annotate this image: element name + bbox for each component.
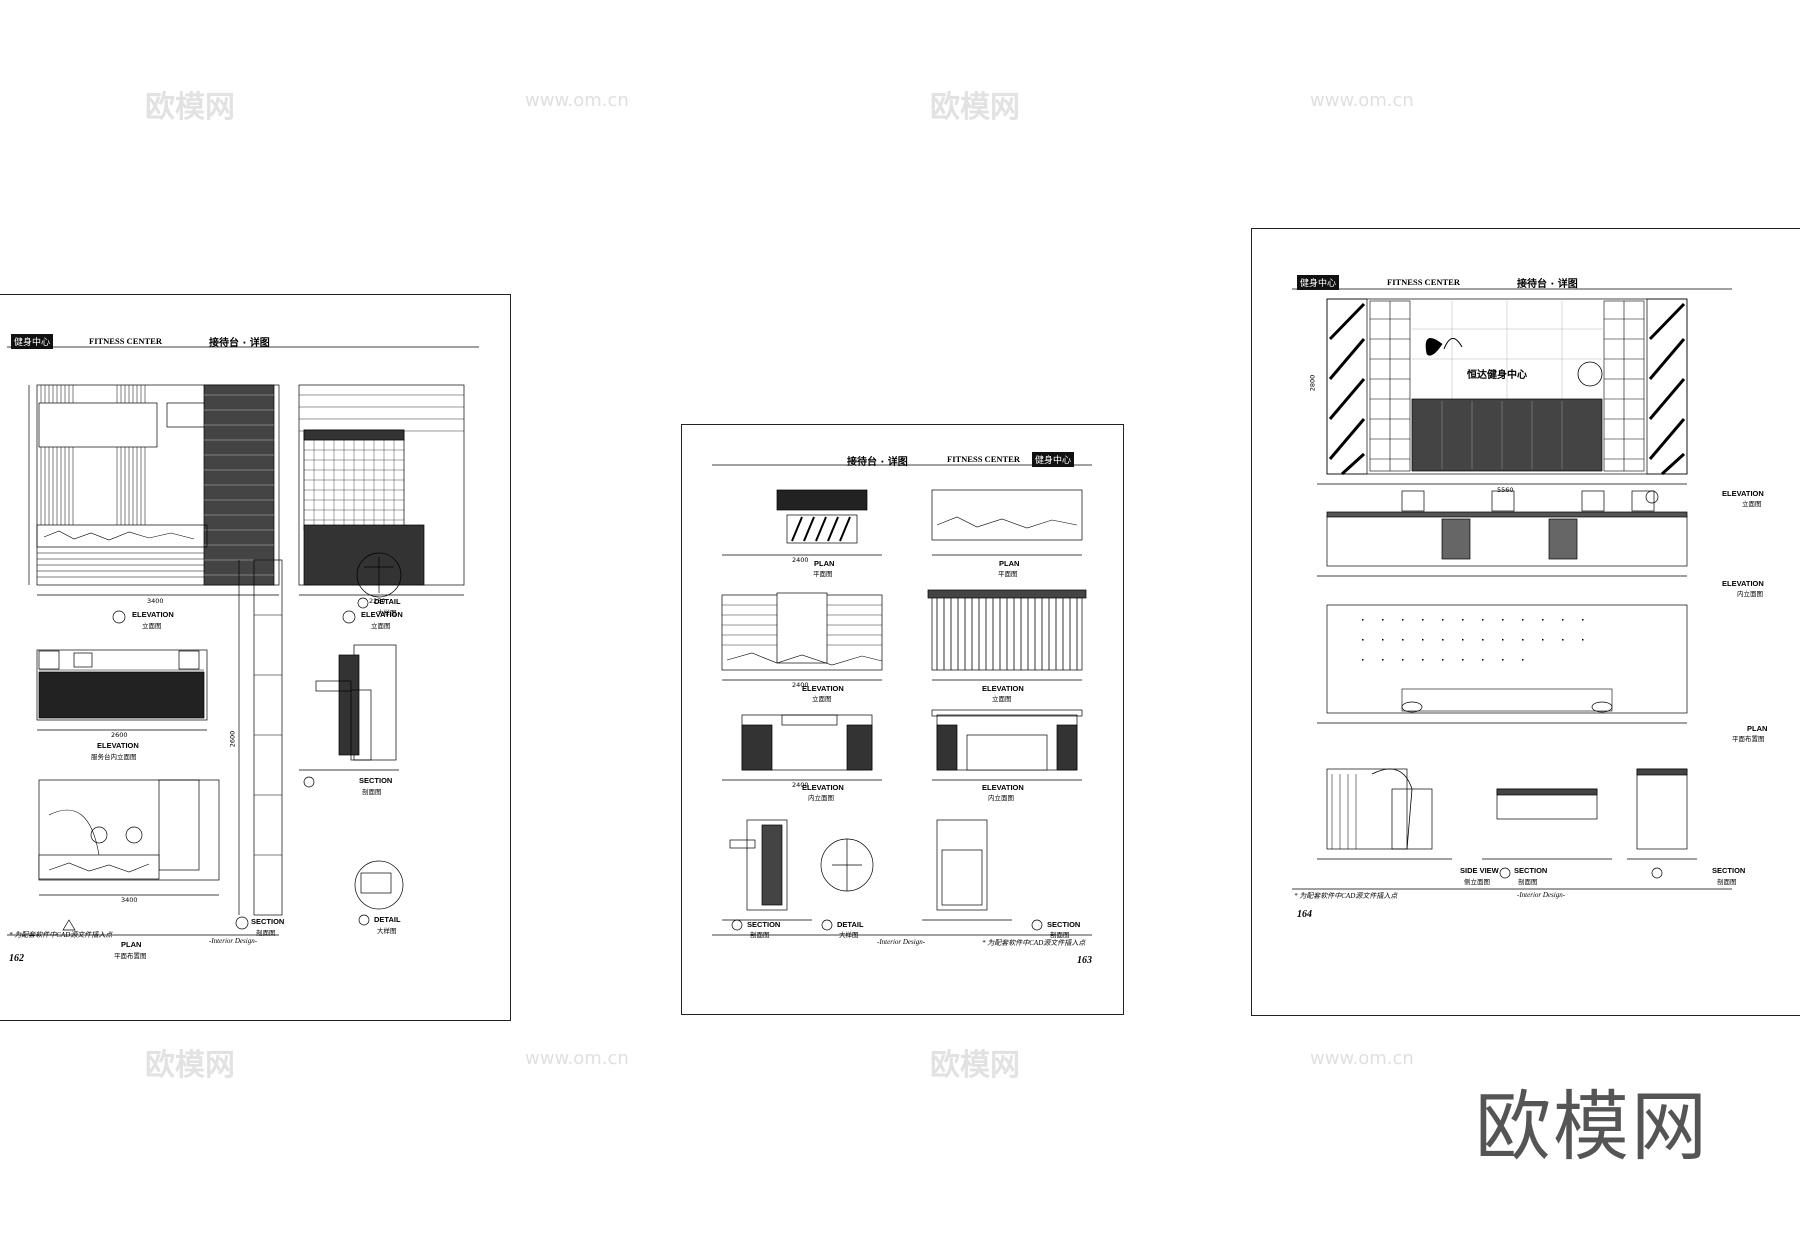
dim-width-2: 2400 — [792, 681, 809, 689]
dim-height: 2800 — [1308, 374, 1317, 392]
label-detail-f-cn: 大样图 — [377, 927, 397, 935]
brand-logo: 健身中心 — [11, 334, 54, 349]
label-section-b-cn: 剖面图 — [256, 929, 276, 937]
label-section-a-cn: 剖面图 — [1518, 878, 1538, 886]
label-elevation-2: ELEVATION — [982, 684, 1024, 693]
footer-title: -Interior Design- — [877, 938, 926, 946]
label-section-c: SECTION — [359, 776, 393, 785]
dim-width-3: 2400 — [792, 781, 809, 789]
label-elevation-2: ELEVATION — [1722, 579, 1764, 588]
label-detail-f: DETAIL — [374, 915, 401, 924]
header-en: FITNESS CENTER — [89, 336, 162, 346]
label-section-b-cn: 剖面图 — [1050, 931, 1070, 939]
header-title: 接待台 · 详图 — [209, 338, 270, 349]
label-elevation-3: ELEVATION — [802, 783, 844, 792]
label-elevation-2-cn: 内立面图 — [1737, 590, 1763, 598]
label-section-b-cn: 剖面图 — [1717, 878, 1737, 886]
dim-svc-total: 2600 — [111, 731, 128, 739]
sign-text: 恒达健身中心 — [1467, 370, 1527, 381]
label-plan-cn: 平面布置图 — [114, 952, 147, 960]
drawing-sheet-163: 接待台 · 详图 FITNESS CENTER 健身中心 PLAN 平面图 PL… — [681, 424, 1124, 1015]
watermark-1: 欧模网 — [145, 90, 235, 125]
watermark-logo-large: 欧模网 — [1475, 1082, 1709, 1171]
page-number: 164 — [1297, 909, 1312, 920]
drawing-sheet-162: 健身中心 FITNESS CENTER 接待台 · 详图 ELEVATION 立… — [0, 294, 511, 1021]
label-section-b: SECTION — [251, 917, 285, 926]
label-elevation-1-cn: 立面图 — [1742, 500, 1762, 508]
footer-title: -Interior Design- — [209, 937, 258, 945]
label-section-a: SECTION — [1514, 866, 1548, 875]
dim-plan-total: 3400 — [121, 896, 138, 904]
brand-logo: 健身中心 — [1032, 452, 1075, 467]
sheet-162-drawing — [7, 346, 479, 936]
label-plan-cn: 平面布置图 — [1732, 735, 1765, 743]
header-title: 接待台 · 详图 — [847, 457, 908, 468]
label-detail-e-cn: 大样图 — [377, 609, 397, 617]
header-title: 接待台 · 详图 — [1517, 279, 1578, 290]
label-detail-c: DETAIL — [837, 920, 864, 929]
label-section-b: SECTION — [1712, 866, 1746, 875]
label-elevation-2-cn: 立面图 — [992, 695, 1012, 703]
label-elevation-a-cn: 立面图 — [142, 622, 162, 630]
cad-note: * 为配套软件中CAD源文件插入点 — [982, 939, 1086, 947]
watermark-5: 欧模网 — [145, 1048, 235, 1083]
watermark-7: 欧模网 — [930, 1048, 1020, 1083]
label-section-a: SECTION — [747, 920, 781, 929]
label-elevation-4-cn: 内立面图 — [988, 794, 1014, 802]
label-plan: PLAN — [121, 940, 142, 949]
watermark-8: www.om.cn — [1310, 1048, 1414, 1069]
label-elevation-1-cn: 立面图 — [812, 695, 832, 703]
label-elevation-a: ELEVATION — [132, 610, 174, 619]
label-detail-e: DETAIL — [374, 597, 401, 606]
label-elevation-4: ELEVATION — [982, 783, 1024, 792]
label-detail-c-cn: 大样图 — [839, 931, 859, 939]
brand-logo: 健身中心 — [1297, 275, 1340, 290]
label-elevation-3-cn: 内立面图 — [808, 794, 834, 802]
label-plan: PLAN — [1747, 724, 1768, 733]
cad-note: * 为配套软件中CAD源文件插入点 — [9, 931, 113, 939]
page-number: 163 — [1077, 955, 1092, 966]
dim-total-width: 5560 — [1497, 486, 1514, 494]
label-plan-2: PLAN — [999, 559, 1020, 568]
label-plan-2-cn: 平面图 — [998, 570, 1018, 578]
sheet-163-drawing — [712, 464, 1092, 936]
header-en: FITNESS CENTER — [1387, 277, 1460, 287]
label-plan-1-cn: 平面图 — [813, 570, 833, 578]
label-elevation-1: ELEVATION — [1722, 489, 1764, 498]
label-section-a-cn: 剖面图 — [750, 931, 770, 939]
label-section-b: SECTION — [1047, 920, 1081, 929]
watermark-6: www.om.cn — [525, 1048, 629, 1069]
drawing-sheet-164: 健身中心 FITNESS CENTER 接待台 · 详图 恒达健身中心 ELEV… — [1251, 228, 1800, 1016]
label-service-elevation: ELEVATION — [97, 741, 139, 750]
header-en: FITNESS CENTER — [947, 454, 1020, 464]
watermark-4: www.om.cn — [1310, 90, 1414, 111]
footer-title: -Interior Design- — [1517, 891, 1566, 899]
dim-a-total: 3400 — [147, 597, 164, 605]
watermark-3: 欧模网 — [930, 90, 1020, 125]
cad-note: * 为配套软件中CAD源文件插入点 — [1294, 892, 1398, 900]
label-elevation-b-cn: 立面图 — [371, 622, 391, 630]
watermark-2: www.om.cn — [525, 90, 629, 111]
dim-width-1: 2400 — [792, 556, 809, 564]
label-side-view: SIDE VIEW — [1460, 866, 1499, 875]
label-side-view-cn: 侧立面图 — [1464, 878, 1490, 886]
label-elevation-1: ELEVATION — [802, 684, 844, 693]
label-plan-1: PLAN — [814, 559, 835, 568]
label-service-elevation-cn: 服务台内立面图 — [91, 753, 137, 761]
page-number: 162 — [9, 953, 24, 964]
label-section-c-cn: 剖面图 — [362, 788, 382, 796]
sheet-164-drawing — [1292, 288, 1732, 890]
dim-section-height: 2600 — [228, 730, 237, 748]
label-elevation-b: ELEVATION — [361, 610, 403, 619]
dim-b-total: 2250 — [369, 597, 386, 605]
